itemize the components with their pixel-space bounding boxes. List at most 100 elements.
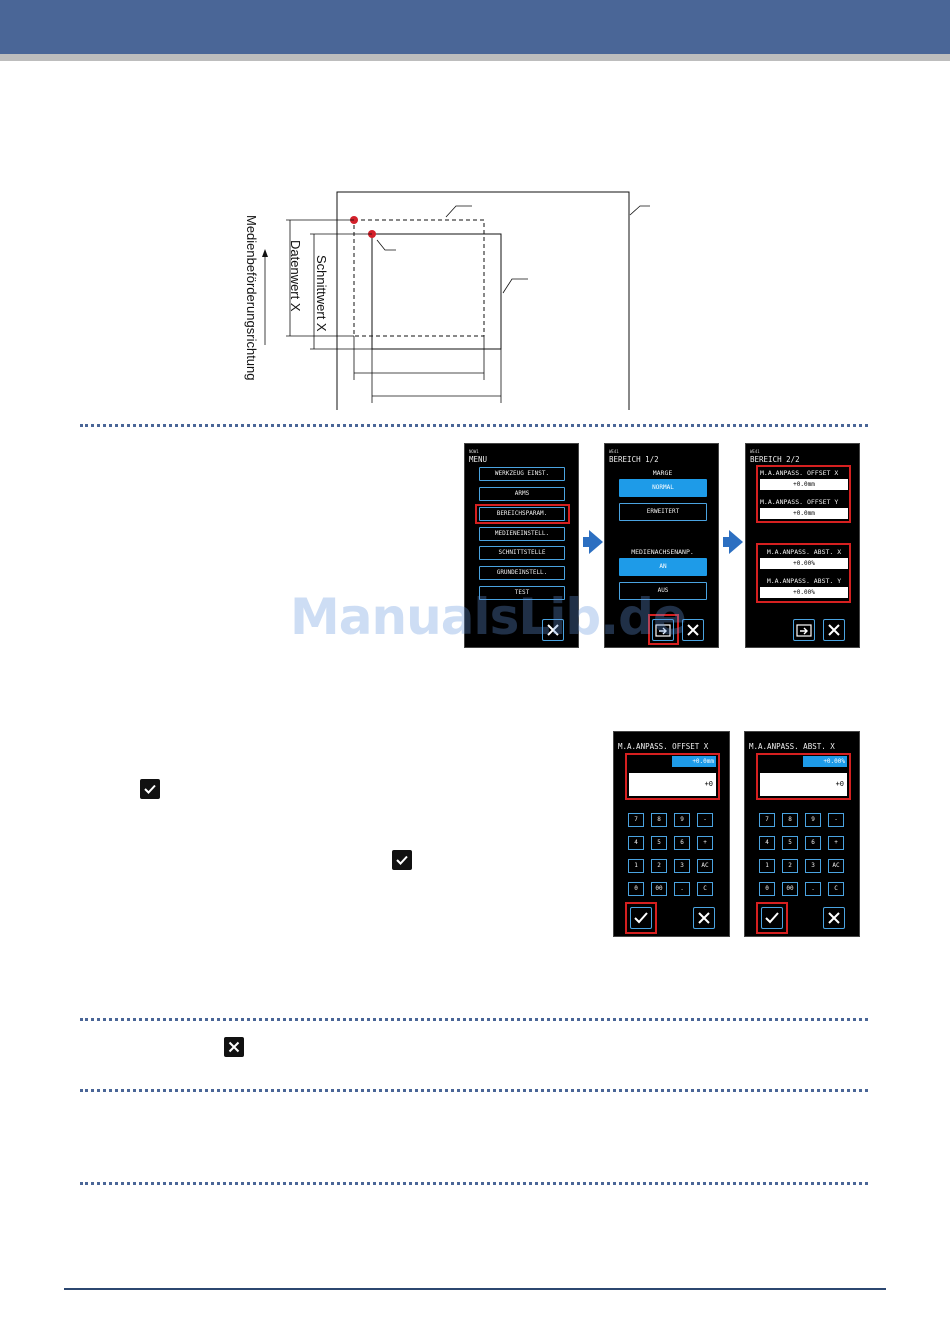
current-value: +0.00% <box>803 756 847 767</box>
axis-an-button[interactable]: AN <box>619 558 707 576</box>
key-2[interactable]: 2 <box>782 859 798 873</box>
key-c[interactable]: C <box>828 882 844 896</box>
screen-title: BEREICH 1/2 <box>609 455 659 464</box>
screen-caption: WE41 <box>609 449 619 454</box>
check-icon <box>765 912 779 924</box>
inline-close-icon <box>224 1037 244 1057</box>
screen-title: M.A.ANPASS. OFFSET X <box>618 742 709 751</box>
key-9[interactable]: 9 <box>805 813 821 827</box>
highlight-frame <box>756 753 851 800</box>
close-button[interactable] <box>823 619 845 641</box>
key-ac[interactable]: AC <box>828 859 844 873</box>
offset-y-label: M.A.ANPASS. OFFSET Y <box>760 498 839 506</box>
menu-item-schnittstelle[interactable]: SCHNITTSTELLE <box>479 546 565 560</box>
close-icon <box>547 624 559 636</box>
key-00[interactable]: 00 <box>651 882 667 896</box>
key-plus[interactable]: + <box>697 836 713 850</box>
prev-page-button[interactable] <box>793 619 815 641</box>
menu-item-medieneinstell[interactable]: MEDIENEINSTELL. <box>479 527 565 541</box>
key-2[interactable]: 2 <box>651 859 667 873</box>
key-9[interactable]: 9 <box>674 813 690 827</box>
close-icon <box>828 624 840 636</box>
key-ac[interactable]: AC <box>697 859 713 873</box>
abst-x-label: M.A.ANPASS. ABST. X <box>766 548 842 556</box>
next-page-icon <box>655 624 671 637</box>
close-button[interactable] <box>823 907 845 929</box>
abst-y-value[interactable]: +0.00% <box>760 587 848 598</box>
abst-y-label: M.A.ANPASS. ABST. Y <box>766 577 842 585</box>
key-dot[interactable]: . <box>674 882 690 896</box>
media-axis-diagram: Medienbeförderungsrichtung Datenwert X S… <box>230 185 654 418</box>
key-0[interactable]: 0 <box>628 882 644 896</box>
close-icon <box>687 624 699 636</box>
check-icon <box>634 912 648 924</box>
screen-title: BEREICH 2/2 <box>750 455 800 464</box>
key-6[interactable]: 6 <box>805 836 821 850</box>
offset-x-value[interactable]: +0.0mm <box>760 479 848 490</box>
key-3[interactable]: 3 <box>805 859 821 873</box>
key-8[interactable]: 8 <box>651 813 667 827</box>
marge-erweitert-button[interactable]: ERWEITERT <box>619 503 707 521</box>
menu-item-werkzeug[interactable]: WERKZEUG EINST. <box>479 467 565 481</box>
menu-item-grundeinstell[interactable]: GRUNDEINSTELL. <box>479 566 565 580</box>
key-1[interactable]: 1 <box>628 859 644 873</box>
close-button[interactable] <box>693 907 715 929</box>
key-7[interactable]: 7 <box>628 813 644 827</box>
inline-check-icon <box>392 850 412 870</box>
area-screen-1: WE41 BEREICH 1/2 MARGE NORMAL ERWEITERT … <box>604 443 719 648</box>
screen-title: M.A.ANPASS. ABST. X <box>749 742 835 751</box>
highlight-frame <box>475 504 570 524</box>
offset-input-screen: M.A.ANPASS. OFFSET X +0.0mm +0 7 8 9 - 4… <box>613 731 730 937</box>
highlight-frame <box>625 753 720 800</box>
close-button[interactable] <box>542 619 564 641</box>
screen-title: MENU <box>469 455 488 464</box>
confirm-button[interactable] <box>761 907 783 929</box>
key-3[interactable]: 3 <box>674 859 690 873</box>
key-4[interactable]: 4 <box>759 836 775 850</box>
key-dot[interactable]: . <box>805 882 821 896</box>
menu-item-bereichsparam[interactable]: BEREICHSPARAM. <box>479 507 565 521</box>
flow-arrow-icon <box>589 530 603 554</box>
close-button[interactable] <box>682 619 704 641</box>
key-1[interactable]: 1 <box>759 859 775 873</box>
section-divider <box>80 424 868 427</box>
axis-aus-button[interactable]: AUS <box>619 582 707 600</box>
highlight-frame <box>756 543 851 603</box>
section-divider <box>80 1182 868 1185</box>
key-5[interactable]: 5 <box>782 836 798 850</box>
confirm-button[interactable] <box>630 907 652 929</box>
flow-arrow-stem <box>583 537 590 547</box>
menu-item-test[interactable]: TEST <box>479 586 565 600</box>
key-0[interactable]: 0 <box>759 882 775 896</box>
page-header-bar <box>0 0 950 54</box>
offset-y-value[interactable]: +0.0mm <box>760 508 848 519</box>
key-7[interactable]: 7 <box>759 813 775 827</box>
close-icon <box>828 912 840 924</box>
menu-item-arms[interactable]: ARMS <box>479 487 565 501</box>
next-page-button[interactable] <box>652 619 674 641</box>
page-switch-icon <box>796 624 812 637</box>
key-8[interactable]: 8 <box>782 813 798 827</box>
entry-field[interactable]: +0 <box>629 773 716 796</box>
entry-field[interactable]: +0 <box>760 773 847 796</box>
key-plus[interactable]: + <box>828 836 844 850</box>
offset-x-label: M.A.ANPASS. OFFSET X <box>760 469 839 477</box>
key-5[interactable]: 5 <box>651 836 667 850</box>
axis-label: MEDIENACHSENANP. <box>631 548 694 556</box>
section-divider <box>80 1018 868 1021</box>
key-c[interactable]: C <box>697 882 713 896</box>
key-00[interactable]: 00 <box>782 882 798 896</box>
key-minus[interactable]: - <box>828 813 844 827</box>
marge-normal-button[interactable]: NORMAL <box>619 479 707 497</box>
area-screen-2: WE41 BEREICH 2/2 M.A.ANPASS. OFFSET X +0… <box>745 443 860 648</box>
page-header-rule <box>0 54 950 61</box>
menu-screen: NOW1 MENU WERKZEUG EINST. ARMS BEREICHSP… <box>464 443 579 648</box>
screen-caption: WE41 <box>750 449 760 454</box>
key-minus[interactable]: - <box>697 813 713 827</box>
key-4[interactable]: 4 <box>628 836 644 850</box>
key-6[interactable]: 6 <box>674 836 690 850</box>
abst-x-value[interactable]: +0.00% <box>760 558 848 569</box>
screen-caption: NOW1 <box>469 449 479 454</box>
section-divider <box>80 1089 868 1092</box>
data-value-x-label: Datenwert X <box>288 240 303 312</box>
